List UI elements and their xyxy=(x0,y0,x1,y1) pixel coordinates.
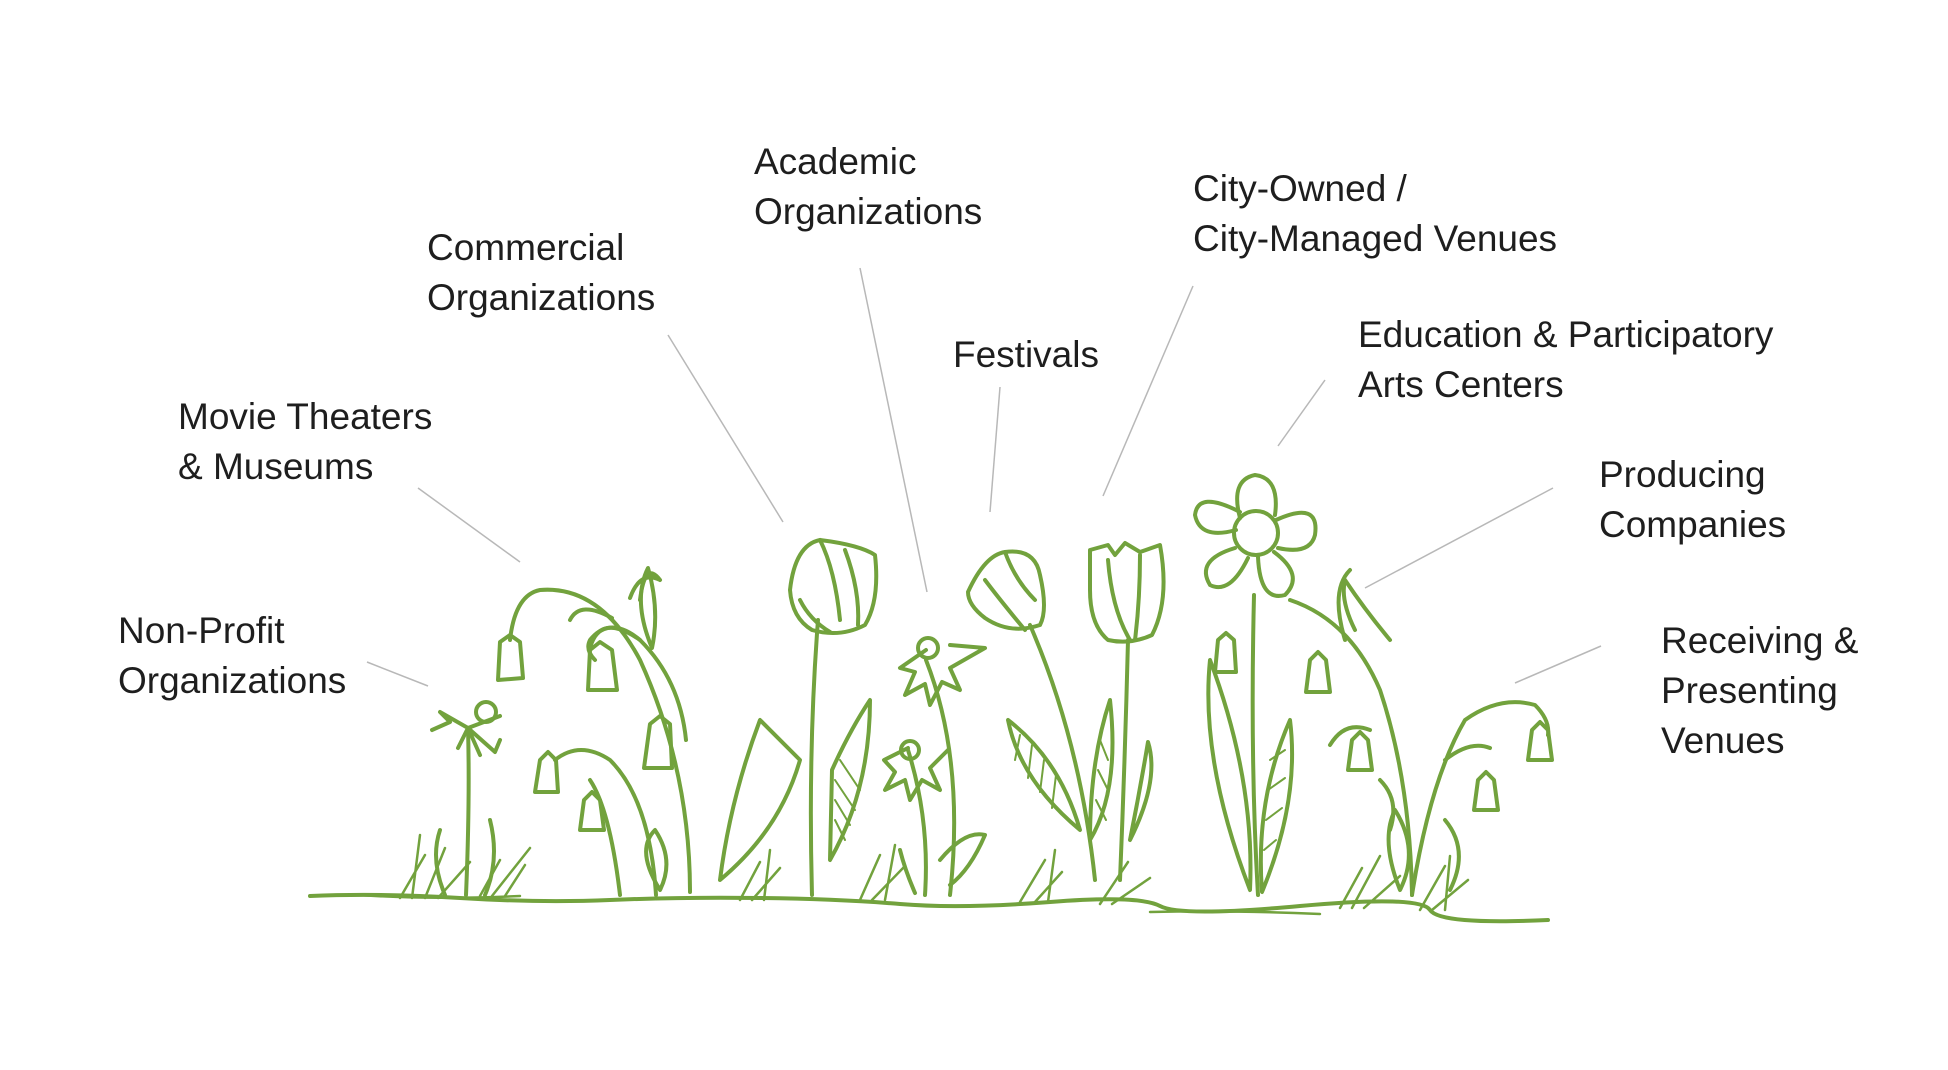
label-line: Commercial xyxy=(427,227,625,268)
leader-lines xyxy=(366,267,1602,687)
label-line: Education & Participatory xyxy=(1358,314,1774,355)
label-line: Presenting xyxy=(1661,670,1838,711)
label-line: Producing xyxy=(1599,454,1766,495)
flower-education xyxy=(1193,473,1318,897)
label-line: City-Managed Venues xyxy=(1193,218,1558,259)
label-line: Receiving & xyxy=(1661,620,1859,661)
bellflowers-right xyxy=(1288,568,1554,897)
label-receiving-presenting-venues: Receiving & Presenting Venues xyxy=(1661,616,1858,766)
label-line: Organizations xyxy=(427,277,656,318)
daisy-non-profit xyxy=(430,700,502,897)
label-education-participatory-arts: Education & Participatory Arts Centers xyxy=(1358,310,1773,410)
label-line: Movie Theaters xyxy=(178,396,433,437)
leader-education xyxy=(1277,379,1326,447)
label-non-profit-organizations: Non-Profit Organizations xyxy=(118,606,346,706)
leader-commercial xyxy=(667,334,784,523)
label-festivals: Festivals xyxy=(953,330,1099,380)
leader-academic xyxy=(859,267,928,593)
label-line: Organizations xyxy=(754,191,983,232)
label-line: Venues xyxy=(1661,720,1785,761)
label-city-owned-venues: City-Owned / City-Managed Venues xyxy=(1193,164,1557,264)
bellflowers-left xyxy=(496,566,692,897)
leader-receiving xyxy=(1514,645,1602,684)
tulip-commercial xyxy=(718,538,879,897)
grass-tufts xyxy=(398,833,1470,912)
leader-city-owned xyxy=(1102,285,1194,497)
label-producing-companies: Producing Companies xyxy=(1599,450,1786,550)
label-line: & Museums xyxy=(178,446,374,487)
leader-festivals xyxy=(989,386,1001,513)
leader-producing xyxy=(1364,487,1554,589)
label-commercial-organizations: Commercial Organizations xyxy=(427,223,655,323)
tulips-center xyxy=(966,541,1166,882)
label-line: Non-Profit xyxy=(118,610,285,651)
label-line: Arts Centers xyxy=(1358,364,1564,405)
label-line: City-Owned / xyxy=(1193,168,1407,209)
label-line: Companies xyxy=(1599,504,1787,545)
label-movie-theaters-museums: Movie Theaters & Museums xyxy=(178,392,432,492)
daisy-academic xyxy=(882,636,987,897)
leader-movie-theaters xyxy=(417,487,521,563)
label-academic-organizations: Academic Organizations xyxy=(754,137,982,237)
label-line: Academic xyxy=(754,141,917,182)
leader-non-profit xyxy=(366,661,429,687)
label-line: Festivals xyxy=(953,334,1099,375)
ground-line xyxy=(308,892,1550,924)
label-line: Organizations xyxy=(118,660,347,701)
